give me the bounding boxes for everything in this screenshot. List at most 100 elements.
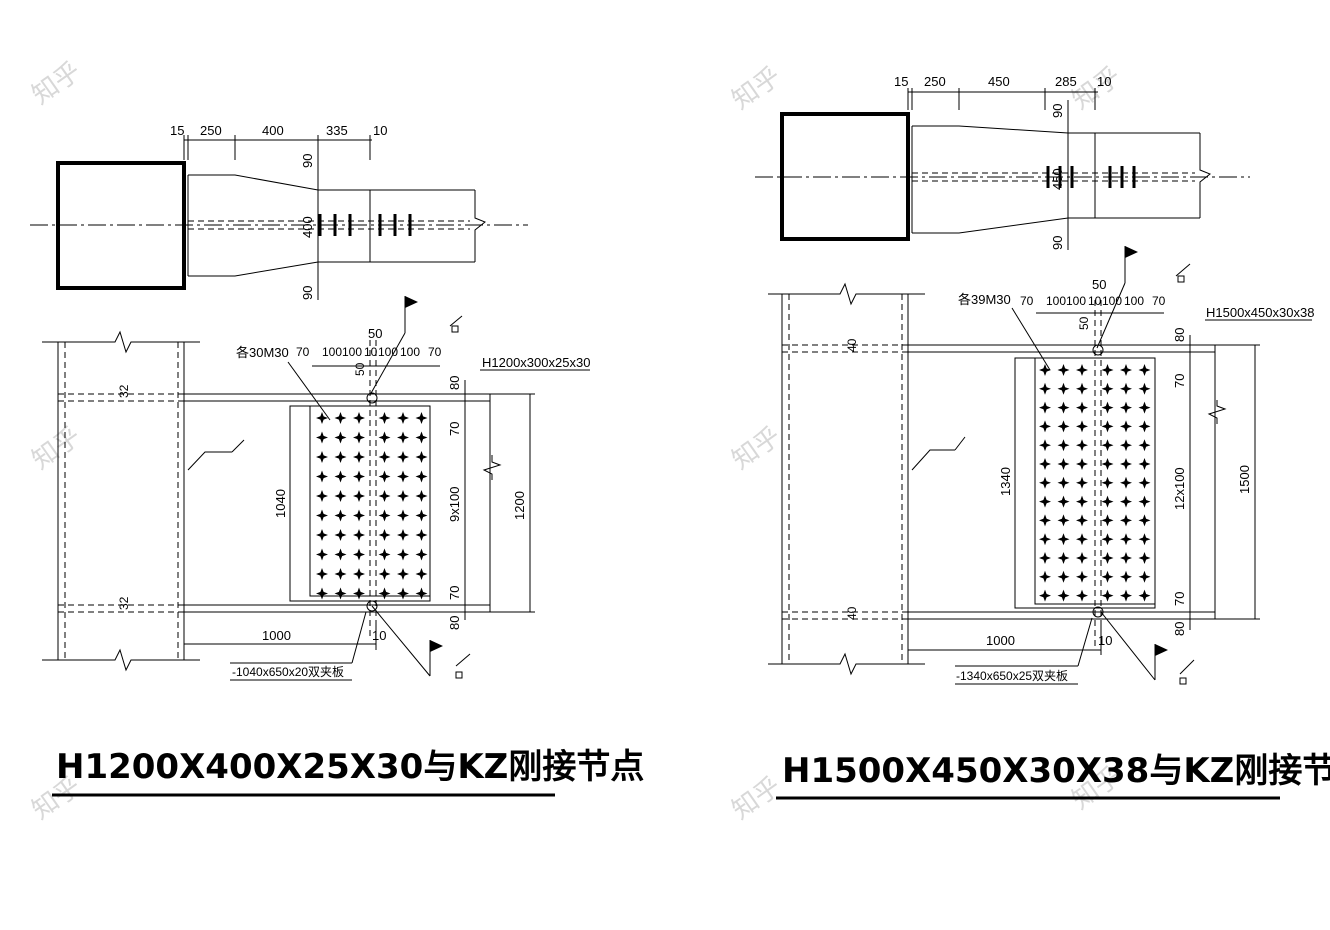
bolt-symbol xyxy=(1039,382,1051,395)
bolt-symbol xyxy=(1101,495,1114,508)
bolt-symbol xyxy=(353,568,365,580)
pitch-label: 100 xyxy=(322,345,342,359)
bolt-symbol xyxy=(1057,570,1070,583)
pitch-label: 70 xyxy=(1020,294,1034,308)
bolt-symbol xyxy=(334,529,347,541)
bolt-symbol xyxy=(1120,495,1132,508)
dim-label: 90 xyxy=(300,154,315,168)
bolt-symbol xyxy=(1101,420,1114,433)
bolt-symbol xyxy=(1076,570,1088,583)
bolt-symbol xyxy=(1138,439,1151,452)
bolt-symbol xyxy=(1138,589,1151,602)
bolt-symbol xyxy=(1138,364,1151,376)
dim-label: 1040 xyxy=(273,489,288,518)
bolt-symbol xyxy=(415,509,428,522)
bolt-symbol xyxy=(1076,364,1088,376)
bolt-symbol xyxy=(397,529,409,541)
bolt-symbol xyxy=(1057,533,1070,546)
dim-label: 335 xyxy=(326,123,348,138)
bolt-symbol xyxy=(1120,552,1132,564)
bolt-symbol xyxy=(353,490,365,502)
pitch-label: 100 xyxy=(400,345,420,359)
bolt-symbol xyxy=(1076,382,1088,395)
plan-bolts xyxy=(318,214,412,236)
bolt-symbol xyxy=(1120,401,1132,414)
bolt-symbol xyxy=(378,490,391,502)
bolt-symbol xyxy=(378,587,391,600)
plan-bolts xyxy=(1046,166,1136,188)
bolt-symbol xyxy=(1039,476,1051,489)
bolt-symbol xyxy=(1120,382,1132,395)
bolt-symbol xyxy=(415,529,428,541)
bolt-symbol xyxy=(316,412,328,424)
detail-title: H1200X400X25X30与KZ刚接节点 xyxy=(56,747,644,787)
pitch-label: 100 xyxy=(378,345,398,359)
bolt-symbol xyxy=(316,529,328,541)
bolt-symbol xyxy=(1039,552,1051,564)
bolt-symbol xyxy=(1101,382,1114,395)
bolt-symbol xyxy=(1057,364,1070,376)
bolt-symbol xyxy=(334,509,347,522)
dim-label: 90 xyxy=(300,286,315,300)
sub-dim: 50 xyxy=(1077,316,1091,330)
watermark: 知乎 xyxy=(727,61,787,115)
bolt-symbol xyxy=(397,548,409,561)
bolt-symbol xyxy=(1039,439,1051,452)
left-plan-view: 15 250 400 335 10 90 400 90 xyxy=(30,123,528,300)
bolt-grid xyxy=(316,412,428,600)
bolt-symbol xyxy=(1076,439,1088,452)
pitch-label: 100 xyxy=(1124,294,1144,308)
bolt-symbol xyxy=(1039,495,1051,508)
bolt-symbol xyxy=(1076,589,1088,602)
dim-label: 10 xyxy=(373,123,387,138)
bolt-symbol xyxy=(1076,401,1088,414)
sub-dim: 50 xyxy=(353,362,367,376)
bolt-symbol xyxy=(397,470,409,483)
bolt-symbol xyxy=(353,548,365,561)
bolt-symbol xyxy=(415,490,428,502)
pitch-label: 100 xyxy=(1046,294,1066,308)
dim-label: 70 xyxy=(1172,374,1187,388)
dim-label: 250 xyxy=(200,123,222,138)
bolt-symbol xyxy=(397,431,409,444)
bolt-symbol xyxy=(316,509,328,522)
bolt-symbol xyxy=(1039,514,1051,527)
pitch-label: 10 xyxy=(1088,294,1102,308)
dim-label: 80 xyxy=(447,616,462,630)
bolt-symbol xyxy=(1039,533,1051,546)
top-dim: 50 xyxy=(368,326,382,341)
bolt-symbol xyxy=(1076,514,1088,527)
bolt-symbol xyxy=(1057,401,1070,414)
bolt-symbol xyxy=(1120,458,1132,470)
bolt-symbol xyxy=(1138,552,1151,564)
dim-label: 1000 xyxy=(262,628,291,643)
bolt-symbol xyxy=(1138,420,1151,433)
right-elevation-view: 40 40 各39M30 70 100 100 10 100 100 70 50 xyxy=(768,246,1314,685)
bolt-symbol xyxy=(1039,420,1051,433)
bolt-symbol xyxy=(415,451,428,463)
dim-label: 250 xyxy=(924,74,946,89)
bolt-symbol xyxy=(1101,476,1114,489)
bolt-symbol xyxy=(1057,382,1070,395)
bolt-note: 各30M30 xyxy=(236,345,289,360)
bolt-symbol xyxy=(1076,533,1088,546)
bolt-symbol xyxy=(353,470,365,483)
bolt-symbol xyxy=(378,431,391,444)
bolt-symbol xyxy=(1120,439,1132,452)
bolt-symbol xyxy=(353,451,365,463)
bolt-symbol xyxy=(1120,570,1132,583)
dim-label: 9x100 xyxy=(447,487,462,522)
bolt-symbol xyxy=(1120,589,1132,602)
dim-label: 10 xyxy=(372,628,386,643)
dim-label: 70 xyxy=(447,586,462,600)
bolt-symbol xyxy=(1039,589,1051,602)
dim-label: 400 xyxy=(300,216,315,238)
bolt-symbol xyxy=(334,451,347,463)
bolt-symbol xyxy=(1120,364,1132,376)
bolt-symbol xyxy=(1138,382,1151,395)
pitch-label: 70 xyxy=(296,345,310,359)
bolt-symbol xyxy=(397,509,409,522)
bolt-symbol xyxy=(316,490,328,502)
dim-label: 15 xyxy=(894,74,908,89)
